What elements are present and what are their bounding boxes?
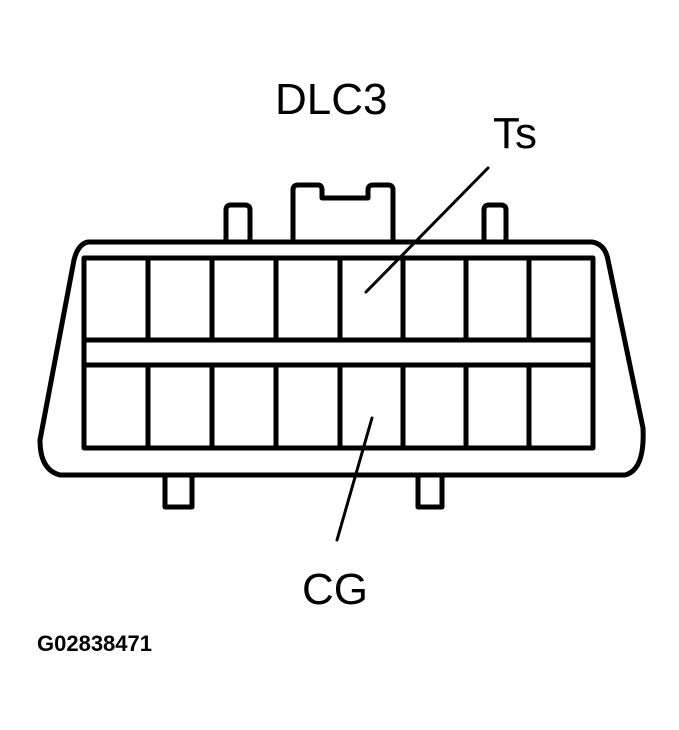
pin-column-dividers (145, 255, 532, 451)
right-top-tab (481, 202, 509, 245)
figure-id: G02838471 (37, 631, 152, 656)
center-latch (290, 182, 396, 245)
connector-title: DLC3 (275, 75, 388, 124)
ts-terminal-label: Ts (493, 109, 537, 158)
cg-terminal-label: CG (302, 565, 368, 614)
cg-leader-line (335, 416, 374, 542)
ts-leader-line (364, 166, 490, 294)
left-bottom-tab (162, 472, 195, 510)
right-bottom-tab (415, 472, 445, 510)
left-top-tab (223, 202, 253, 245)
connector-housing (37, 239, 646, 478)
